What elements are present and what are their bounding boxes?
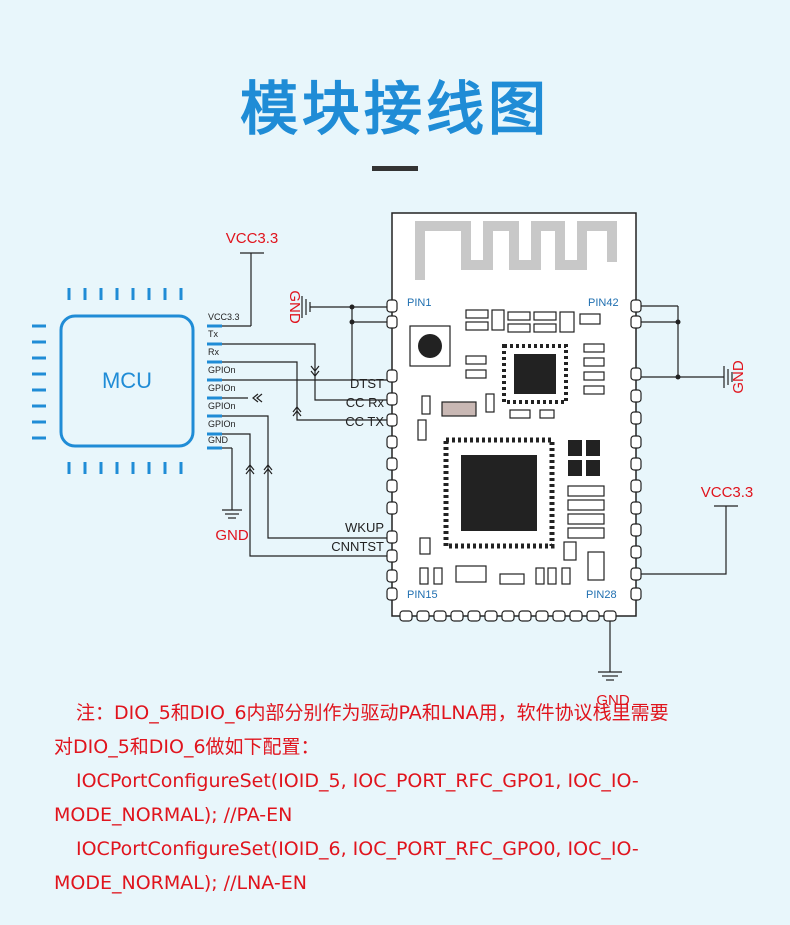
right-wires — [598, 305, 738, 681]
gnd-right-label: GND — [730, 360, 747, 394]
mcu-pin-gnd: GND — [208, 435, 229, 445]
note-line-1: 注：DIO_5和DIO_6内部分别作为驱动PA和LNA用，软件协议栈里需要 — [76, 702, 669, 724]
gnd-bottom-label: GND — [596, 692, 630, 709]
vcc-top-label: VCC3.3 — [226, 230, 279, 247]
mcu-top-pins — [67, 288, 183, 300]
signal-wires — [222, 343, 392, 557]
pin28-label: PIN28 — [586, 589, 617, 601]
note-line-6: MODE_NORMAL); //LNA-EN — [54, 872, 307, 894]
mcu-pin-tx: Tx — [208, 329, 218, 339]
title-underline — [372, 166, 418, 171]
note-line-4: MODE_NORMAL); //PA-EN — [54, 804, 293, 826]
cc-tx-label: CC TX — [345, 414, 384, 429]
vcc-right-label: VCC3.3 — [701, 484, 754, 501]
mcu-label: MCU — [102, 368, 152, 393]
cc-rx-label: CC Rx — [346, 395, 385, 410]
signal-arrows — [245, 365, 320, 475]
note-line-2: 对DIO_5和DIO_6做如下配置： — [54, 736, 320, 758]
wiring-note: 注：DIO_5和DIO_6内部分别作为驱动PA和LNA用，软件协议栈里需要 对D… — [54, 696, 754, 900]
pin15-label: PIN15 — [407, 589, 438, 601]
note-line-3: IOCPortConfigureSet(IOID_5, IOC_PORT_RFC… — [76, 770, 639, 792]
mcu-pin-gpio-3: GPIOn — [208, 401, 236, 411]
wkup-label: WKUP — [345, 520, 384, 535]
vcc-top-symbol: VCC3.3 — [222, 230, 279, 327]
mcu-pin-gpio-2: GPIOn — [208, 383, 236, 393]
mcu-right-pins — [207, 324, 222, 450]
cnntst-label: CNNTST — [331, 539, 384, 554]
ble-module: PIN1 PIN42 PIN15 PIN28 — [386, 212, 642, 622]
gnd-top-label: GND — [286, 290, 303, 324]
mcu-pin-gpio-1: GPIOn — [208, 365, 236, 375]
mcu-left-pins — [32, 324, 46, 440]
pin42-label: PIN42 — [588, 297, 619, 309]
mcu-bottom-pins — [67, 462, 183, 474]
dtst-label: DTST — [350, 376, 384, 391]
note-line-5: IOCPortConfigureSet(IOID_6, IOC_PORT_RFC… — [76, 838, 639, 860]
mcu-pin-gpio-4: GPIOn — [208, 419, 236, 429]
mcu-pin-rx: Rx — [208, 347, 219, 357]
gnd-left-symbol — [222, 447, 242, 519]
mcu-chip: MCU — [32, 288, 222, 474]
mcu-pin-vcc: VCC3.3 — [208, 312, 240, 322]
gnd-left-label: GND — [215, 527, 249, 544]
pin1-label: PIN1 — [407, 297, 431, 309]
page-title: 模块接线图 — [239, 75, 550, 143]
